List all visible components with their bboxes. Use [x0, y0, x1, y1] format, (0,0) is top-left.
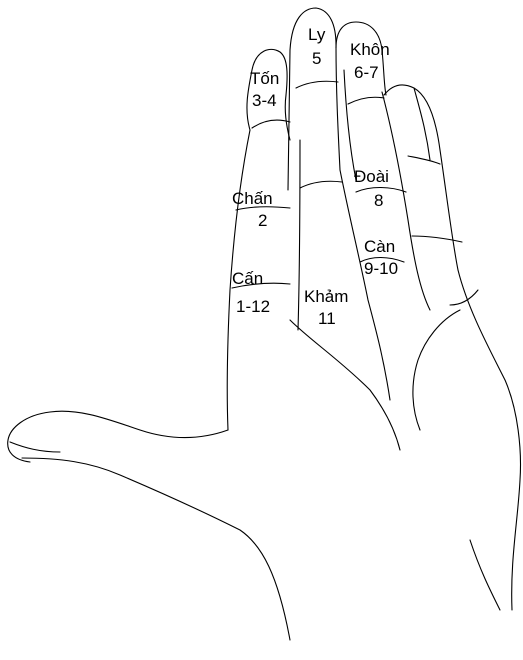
label-can2-number: 1-12 — [236, 297, 270, 316]
label-ton-name: Tốn — [250, 69, 279, 88]
wrist-crease — [450, 290, 478, 305]
label-chan-name: Chấn — [232, 189, 273, 208]
crease-ring-2 — [300, 181, 342, 188]
label-can-name: Càn — [364, 237, 395, 256]
label-can-number: 9-10 — [364, 259, 398, 278]
crease-index-1 — [408, 156, 440, 164]
life-line — [470, 540, 500, 610]
label-ly-name: Ly — [308, 25, 326, 44]
label-khon-name: Khôn — [350, 40, 390, 59]
label-chan-number: 2 — [258, 211, 267, 230]
label-doai-number: 8 — [374, 191, 383, 210]
crease-index-2 — [412, 236, 462, 242]
label-ly-number: 5 — [312, 49, 321, 68]
middle-finger-side — [344, 70, 356, 180]
label-doai-name: Đoài — [354, 167, 389, 186]
heart-line — [290, 320, 400, 450]
palm-right-edge — [458, 270, 520, 610]
label-can2-name: Cấn — [232, 269, 263, 288]
label-kham-number: 11 — [318, 309, 336, 328]
thumb-upper-edge — [8, 411, 228, 462]
head-line — [413, 310, 460, 430]
label-khon-number: 6-7 — [354, 63, 379, 82]
crease-little-1 — [252, 120, 290, 128]
palm-lines — [290, 290, 500, 610]
crease-ring-1 — [296, 81, 338, 88]
thumb-lower-edge — [22, 458, 290, 640]
thumb-nail — [10, 442, 60, 452]
trigram-labels: Tốn 3-4 Ly 5 Khôn 6-7 Chấn 2 Đoài 8 Càn … — [232, 25, 398, 328]
label-ton-number: 3-4 — [252, 91, 277, 110]
label-kham-name: Khảm — [304, 287, 348, 306]
crease-middle-1 — [348, 97, 384, 104]
